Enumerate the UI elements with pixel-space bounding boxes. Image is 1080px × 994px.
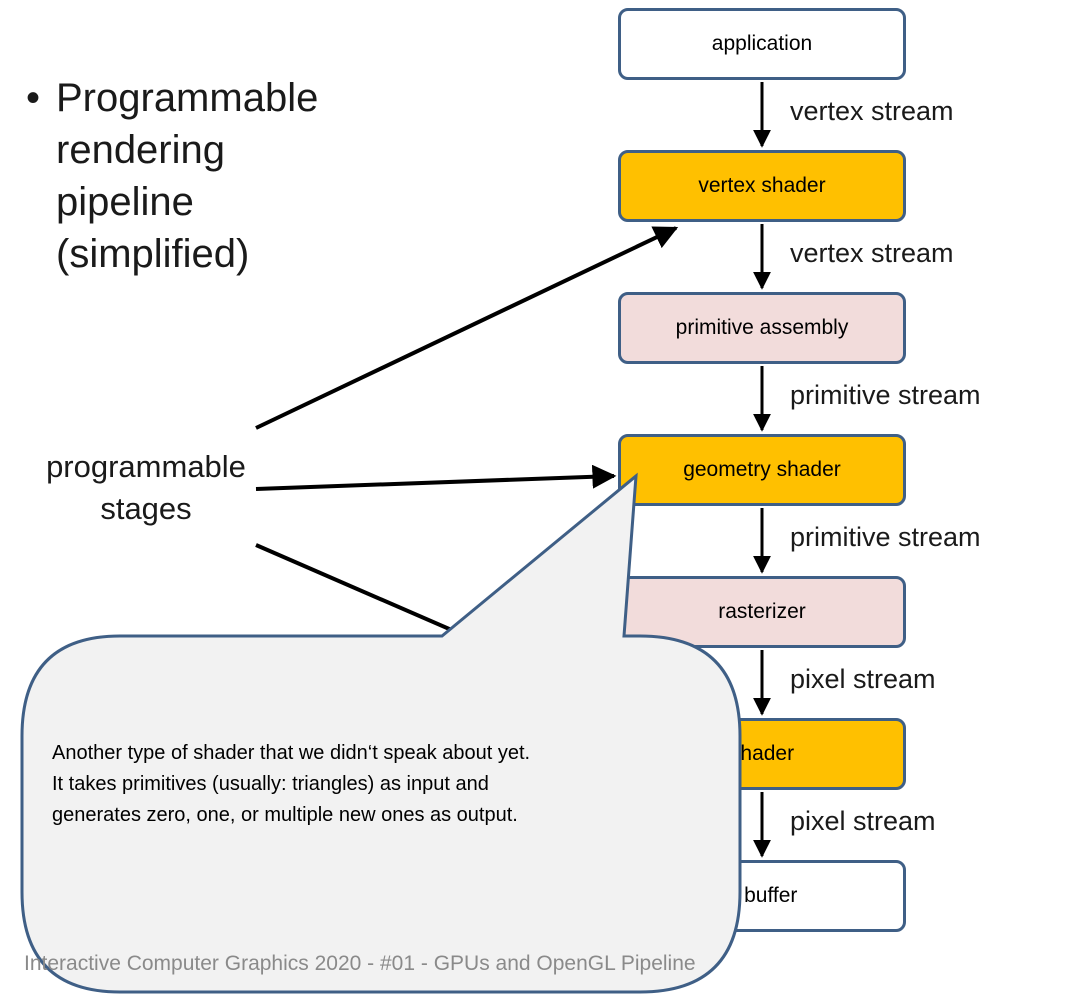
stream-label: primitive stream [790, 522, 981, 552]
callout-line: generates zero, one, or multiple new one… [52, 804, 518, 826]
stream-label: vertex stream [790, 96, 954, 126]
stage-label: geometry shader [683, 458, 841, 481]
stage-vertex-shader: vertex shader [618, 150, 906, 222]
stage-label: application [711, 32, 813, 55]
stream-label: pixel stream [790, 806, 936, 836]
slide-footer: Interactive Computer Graphics 2020 - #01… [24, 952, 696, 975]
bullet-text: Programmable rendering pipeline (simplif… [56, 76, 319, 276]
stage-label: rasterizer [718, 600, 806, 623]
callout-bubble [20, 472, 742, 994]
callout-text: Another type of shader that we didn‘t sp… [52, 738, 722, 831]
stage-label: primitive assembly [675, 316, 849, 339]
stage-label: vertex shader [698, 174, 826, 197]
callout-line: Another type of shader that we didn‘t sp… [52, 742, 531, 764]
pointer-arrow [255, 543, 471, 640]
stream-label: pixel stream [790, 664, 936, 694]
stage-primitive-assembly: primitive assembly [618, 292, 906, 364]
programmable-stages-label: programmable stages [46, 449, 246, 526]
bullet-dot-icon: • [26, 76, 41, 120]
stage-label: shader [729, 742, 795, 765]
stage-geometry-shader: geometry shader [618, 434, 906, 506]
stream-label: vertex stream [790, 238, 954, 268]
pointer-arrows [255, 226, 679, 640]
pointer-arrow [255, 226, 679, 430]
stream-label: primitive stream [790, 380, 981, 410]
pointer-arrow [255, 464, 617, 491]
callout-line: It takes primitives (usually: triangles)… [52, 773, 489, 795]
stage-application: application [618, 8, 906, 80]
stage-label: e buffer [726, 884, 798, 907]
stage-rasterizer: rasterizer [618, 576, 906, 648]
